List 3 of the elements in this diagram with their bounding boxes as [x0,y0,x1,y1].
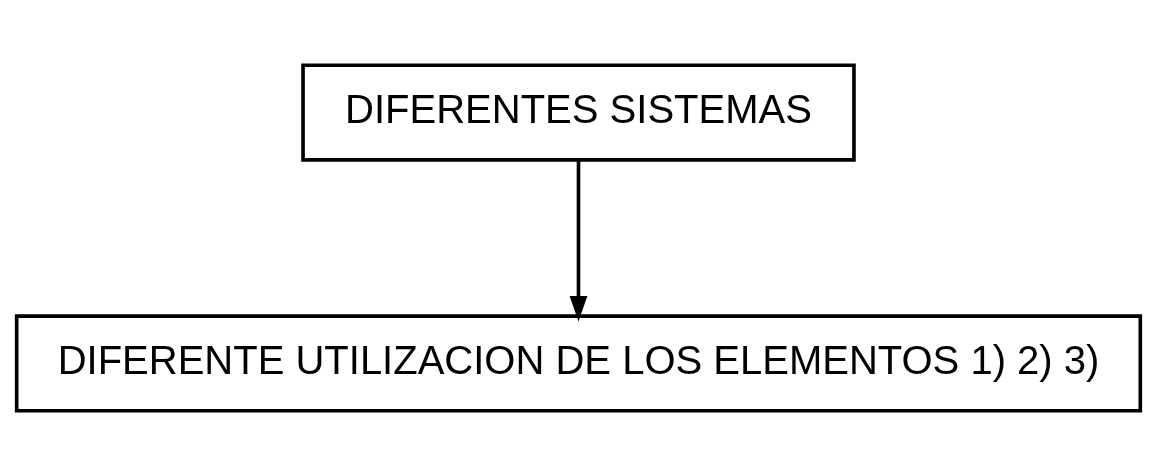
node-box: DIFERENTE UTILIZACION DE LOS ELEMENTOS 1) 2) 3) [14,313,1143,413]
arrow [569,159,588,321]
node-box: DIFERENTES SISTEMAS [301,62,856,162]
